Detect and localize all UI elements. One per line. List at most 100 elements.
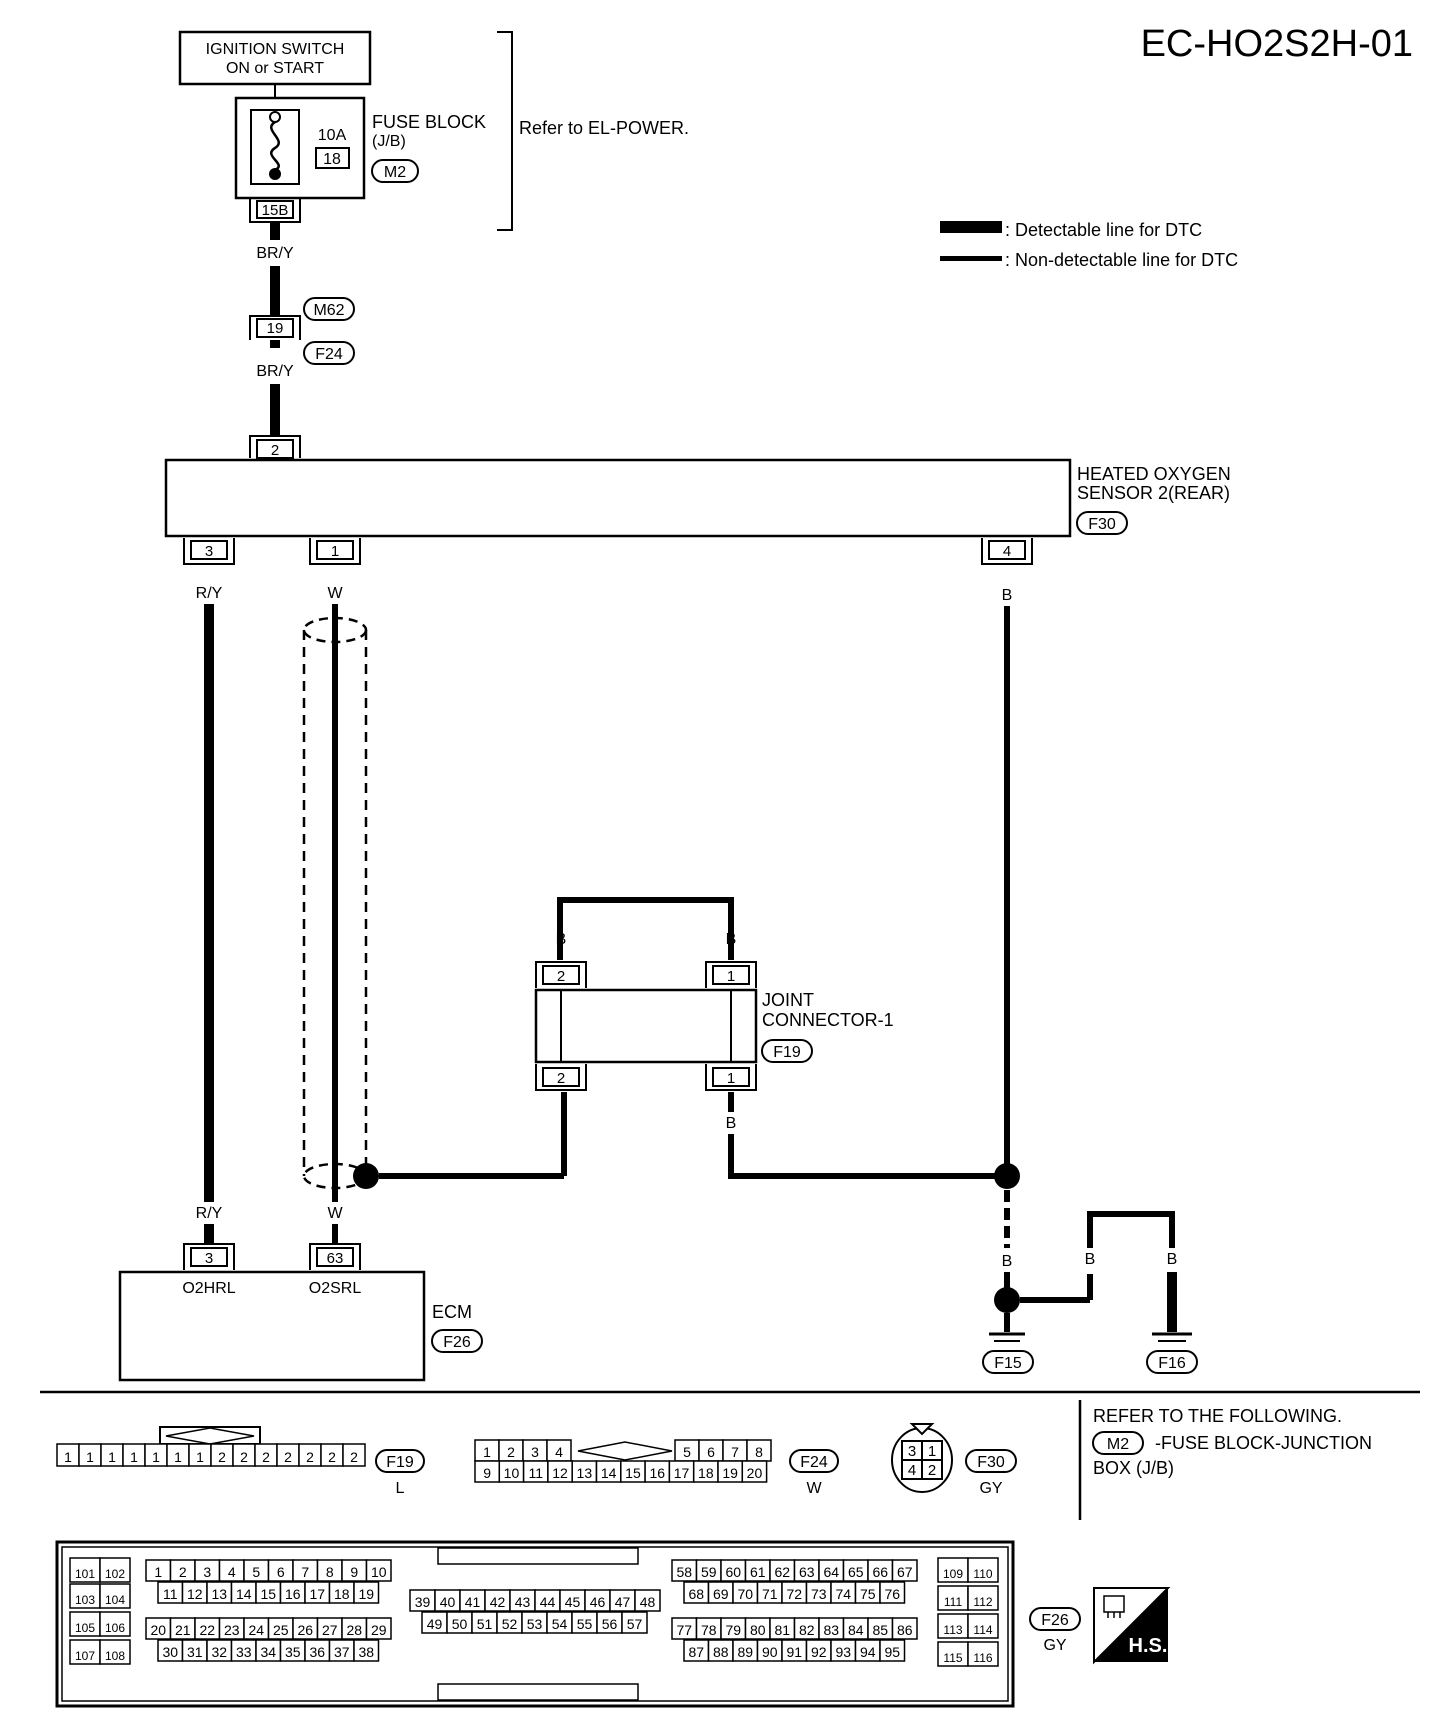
pin-number: 62 xyxy=(774,1564,790,1580)
joint-connector: 2 1 2 1 JOINT CONNECTOR-1 F19 xyxy=(534,961,894,1091)
pin-number: 114 xyxy=(973,1623,992,1637)
fuse-terminal-15b: 15B xyxy=(249,199,301,223)
pin-number: 66 xyxy=(872,1564,888,1580)
pin-number: 35 xyxy=(285,1644,301,1660)
ecm-label-o2hrl: O2HRL xyxy=(182,1280,235,1297)
svg-text:2: 2 xyxy=(557,968,565,985)
pin-number: 1 xyxy=(174,1449,182,1465)
pin-number: 20 xyxy=(747,1465,763,1481)
sensor-label-2: SENSOR 2(REAR) xyxy=(1077,483,1230,503)
svg-text:4: 4 xyxy=(908,1462,916,1479)
pin-number: 31 xyxy=(187,1644,203,1660)
f19-pin xyxy=(342,1443,366,1467)
fuse-block: 10A 18 FUSE BLOCK (J/B) M2 xyxy=(234,96,486,200)
pin-number: 33 xyxy=(236,1644,252,1660)
pin-number: 13 xyxy=(211,1586,227,1602)
wire-color-joint-br: B xyxy=(726,1115,737,1132)
pin-number: 77 xyxy=(676,1622,692,1638)
f26-pin xyxy=(69,1557,101,1583)
wire-color-br-y-2: BR/Y xyxy=(256,363,294,380)
wire-color-w-bottom: W xyxy=(327,1205,343,1222)
pin-number: 20 xyxy=(150,1622,166,1638)
pin-number: 72 xyxy=(786,1586,802,1602)
pin-number: 65 xyxy=(848,1564,864,1580)
connector-icon xyxy=(1103,1595,1125,1613)
pin-number: 38 xyxy=(358,1644,374,1660)
pin-number: 2 xyxy=(262,1449,270,1465)
refer-line-2: -FUSE BLOCK-JUNCTION xyxy=(1155,1433,1372,1453)
pin-number: 2 xyxy=(179,1564,187,1580)
legend-detectable: : Detectable line for DTC xyxy=(1005,220,1202,240)
pin-number: 41 xyxy=(465,1594,481,1610)
pin-number: 58 xyxy=(676,1564,692,1580)
pin-number: 28 xyxy=(346,1622,362,1638)
pin-number: 94 xyxy=(860,1644,876,1660)
wire-color-ground-right: B xyxy=(1167,1251,1178,1268)
refer-el-power: Refer to EL-POWER. xyxy=(519,118,689,138)
pin-number: 2 xyxy=(284,1449,292,1465)
connector-f24: F24 xyxy=(315,346,343,363)
sensor-pin-4: 4 xyxy=(981,538,1033,565)
pin-number: 19 xyxy=(722,1465,738,1481)
f26-pin xyxy=(967,1641,999,1667)
f26-pin xyxy=(891,1559,918,1582)
pin-number: 1 xyxy=(130,1449,138,1465)
pin-number: 76 xyxy=(884,1586,900,1602)
svg-text:19: 19 xyxy=(267,320,284,337)
pin-number: 3 xyxy=(203,1564,211,1580)
svg-text:1: 1 xyxy=(928,1443,936,1460)
pin-number: 25 xyxy=(273,1622,289,1638)
pin-number: 82 xyxy=(799,1622,815,1638)
pin-number: 44 xyxy=(540,1594,556,1610)
f26-pin xyxy=(967,1585,999,1611)
sensor-pin-2: 2 xyxy=(249,435,301,459)
f26-pin xyxy=(937,1641,969,1667)
wire-color-ground-mid: B xyxy=(1085,1251,1096,1268)
ecm-name: ECM xyxy=(432,1302,472,1322)
pin-number: 104 xyxy=(105,1593,125,1607)
pin-number: 112 xyxy=(973,1595,992,1609)
hs-badge-text: H.S. xyxy=(1129,1635,1168,1657)
pin-number: 109 xyxy=(943,1567,963,1581)
pin-number: 26 xyxy=(297,1622,313,1638)
pin-number: 12 xyxy=(552,1465,568,1481)
pin-number: 2 xyxy=(240,1449,248,1465)
pin-number: 105 xyxy=(75,1621,95,1635)
pin-number: 1 xyxy=(64,1449,72,1465)
pin-number: 4 xyxy=(555,1444,563,1460)
svg-text:2: 2 xyxy=(557,1070,565,1087)
f26-pin xyxy=(99,1557,131,1583)
pin-number: 2 xyxy=(350,1449,358,1465)
pin-number: 80 xyxy=(750,1622,766,1638)
heated-oxygen-sensor: HEATED OXYGEN SENSOR 2(REAR) F30 xyxy=(164,458,1231,538)
pin-number: 92 xyxy=(811,1644,827,1660)
connector-f30-view: 3 1 4 2 F30 GY xyxy=(891,1423,1017,1497)
ignition-switch-label-2: ON or START xyxy=(226,60,324,77)
fuse-block-connector: M2 xyxy=(384,164,406,181)
pin-number: 9 xyxy=(350,1564,358,1580)
fuse-icon xyxy=(270,120,280,172)
pin-number: 17 xyxy=(309,1586,325,1602)
pin-number: 59 xyxy=(701,1564,717,1580)
pin-number: 5 xyxy=(252,1564,260,1580)
pin-number: 88 xyxy=(713,1644,729,1660)
pin-number: 101 xyxy=(75,1567,95,1581)
wire-color-b-top: B xyxy=(1002,587,1013,604)
wire-color-joint-tr: B xyxy=(726,931,737,948)
pin-number: 85 xyxy=(872,1622,888,1638)
sensor-pin-3: 3 xyxy=(183,538,235,565)
joint-connector-id: F19 xyxy=(773,1044,801,1061)
pin-number: 1 xyxy=(86,1449,94,1465)
ecm-pin-63: 63 xyxy=(309,1243,361,1270)
fuse-number: 18 xyxy=(323,151,341,168)
pin-number: 81 xyxy=(774,1622,790,1638)
ground-f16: F16 xyxy=(1146,1332,1198,1374)
pin-number: 111 xyxy=(944,1595,963,1609)
f26-pin xyxy=(353,1581,380,1604)
pin-number: 8 xyxy=(755,1444,763,1460)
f26-pin xyxy=(621,1611,648,1634)
pin-number: 106 xyxy=(105,1621,125,1635)
refer-connector: M2 xyxy=(1107,1436,1129,1453)
f26-color: GY xyxy=(1043,1637,1066,1654)
